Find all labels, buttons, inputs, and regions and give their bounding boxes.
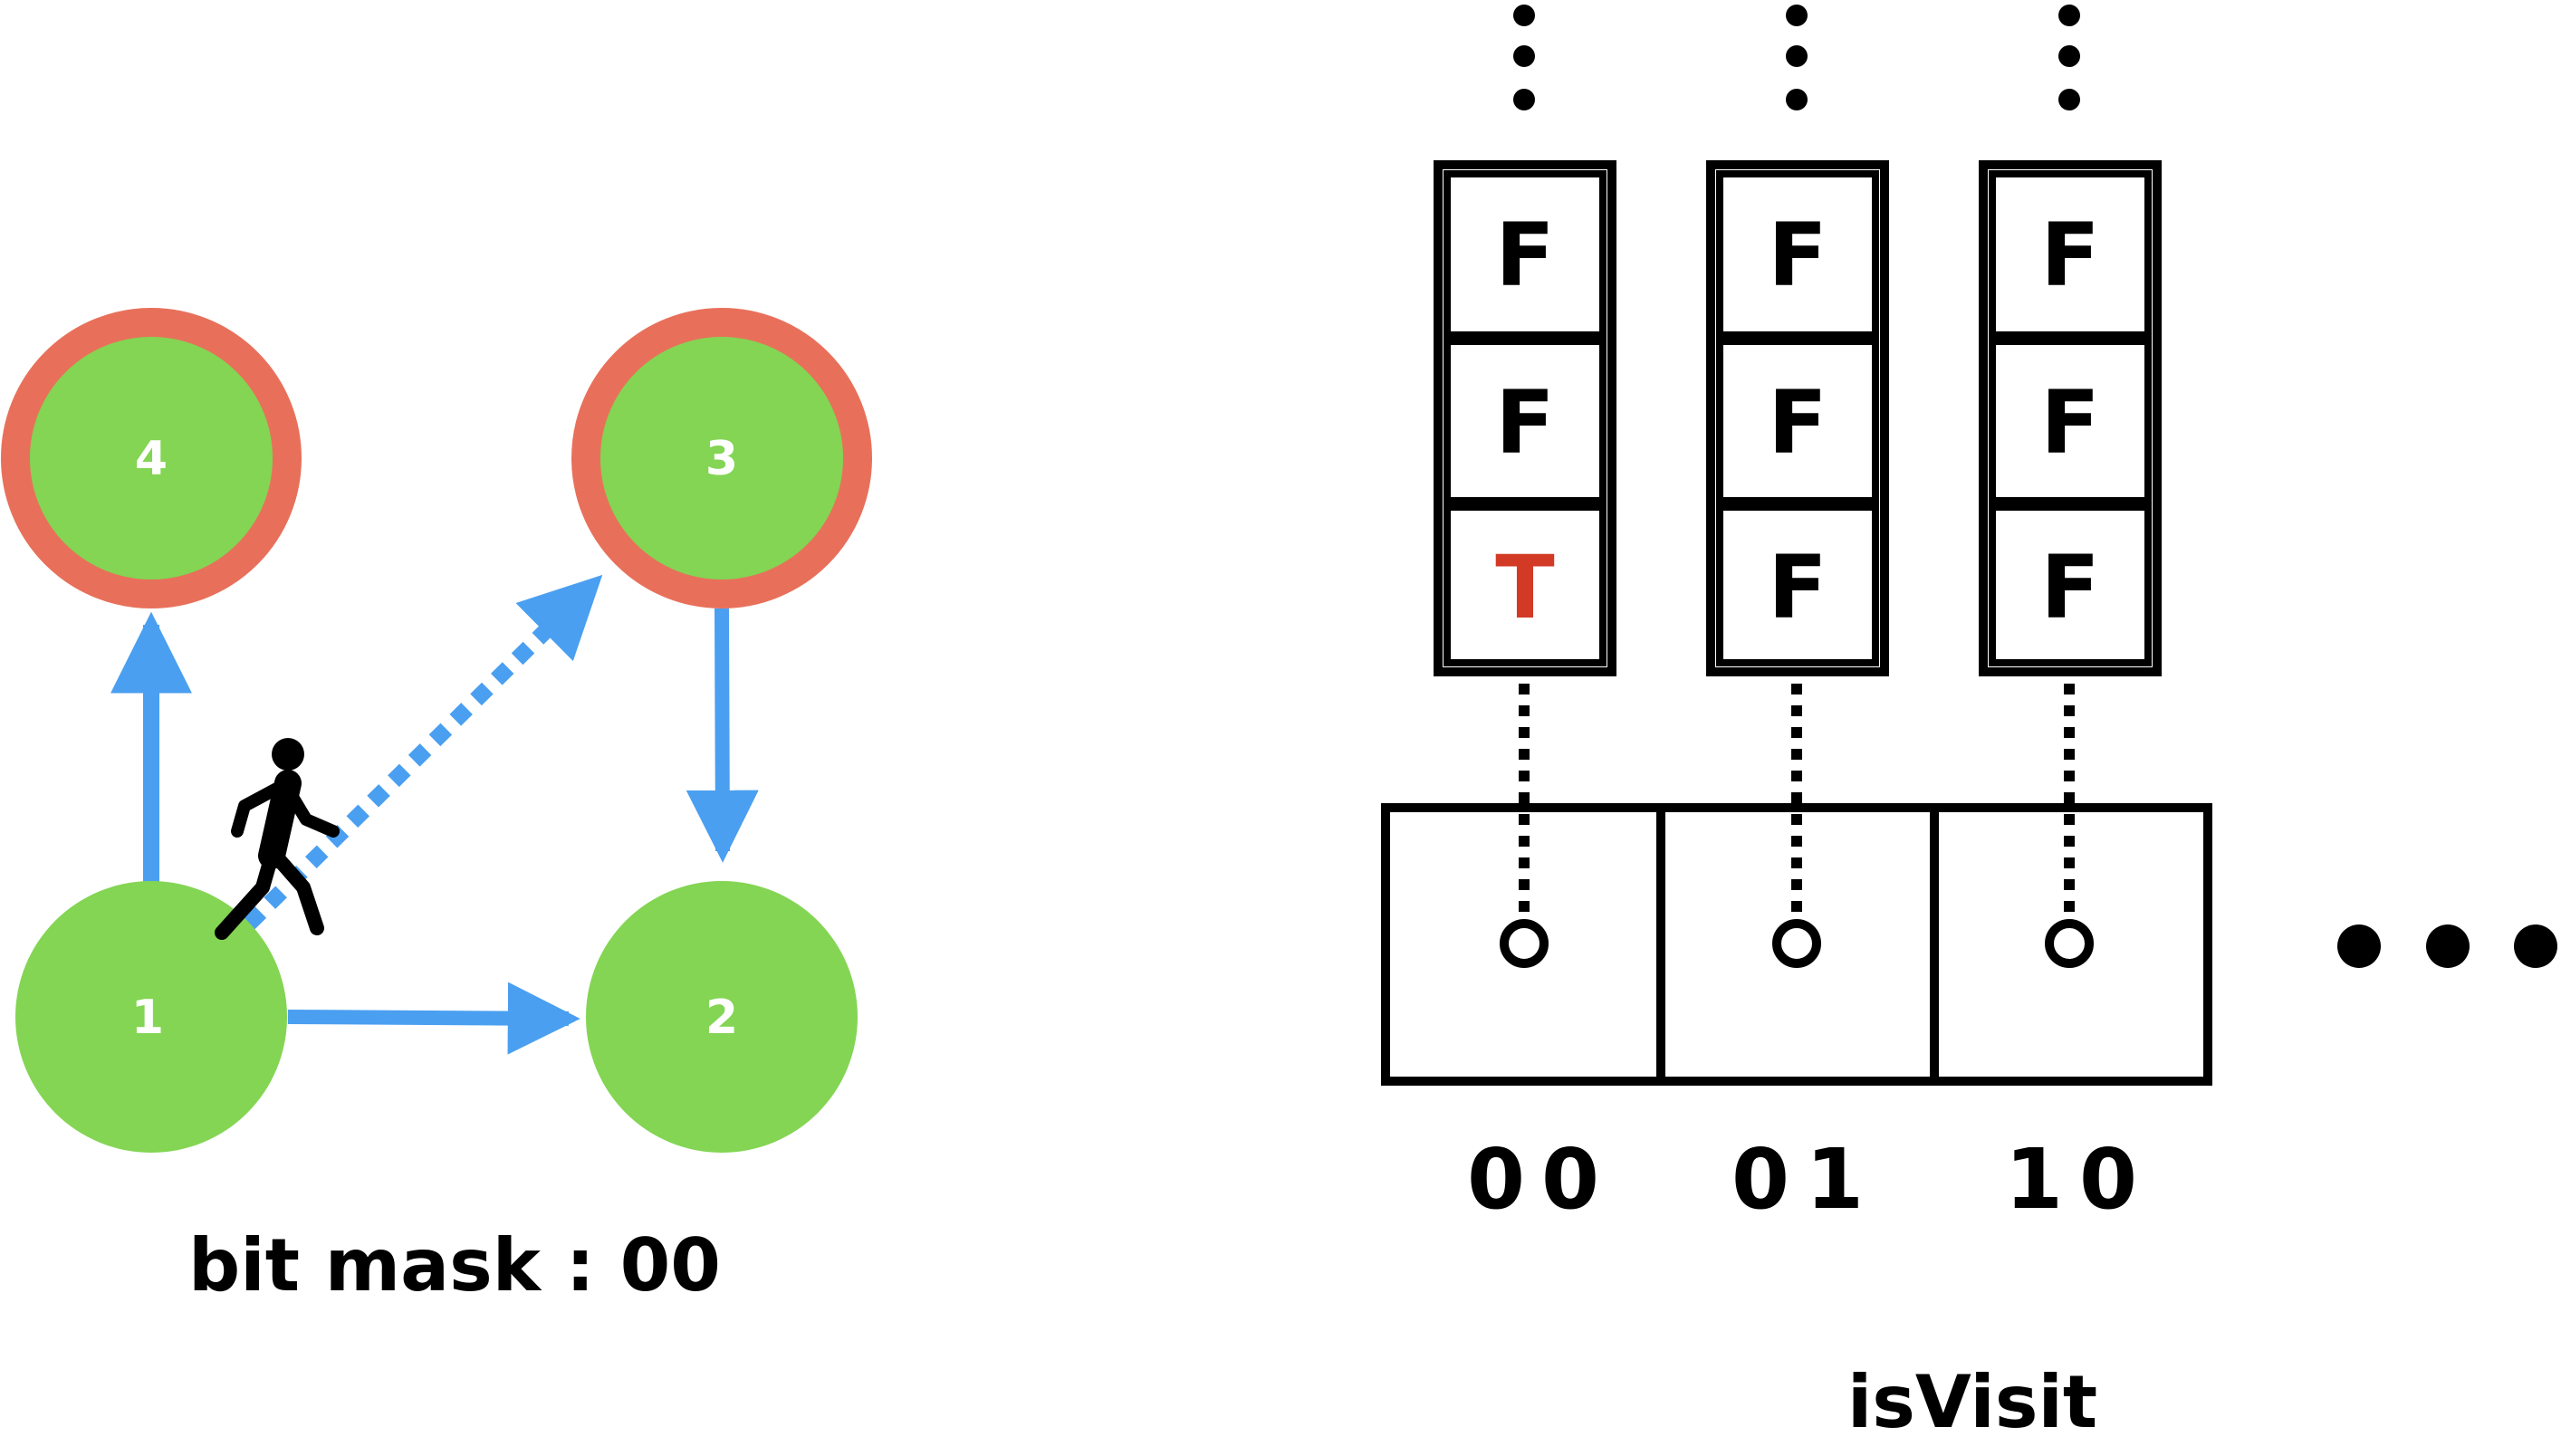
node-1-label: 1: [131, 991, 164, 1045]
column-outer-box: [1706, 160, 1889, 676]
column-cell-box: [1716, 503, 1879, 666]
index-label: 00: [1467, 1131, 1616, 1228]
node-3-visited-ring: [571, 308, 872, 608]
cell-value: F: [1495, 372, 1555, 474]
pointer-origin-icon: [1772, 919, 1821, 968]
index-label: 01: [1731, 1131, 1880, 1228]
node-1-circle: [15, 881, 287, 1153]
isVisit-column-00: F F T 00: [1434, 5, 1616, 1228]
cell-value: F: [1768, 372, 1827, 474]
graph-edges: [110, 574, 759, 1055]
node-2-circle: [586, 881, 858, 1153]
ellipsis-icon: [2337, 924, 2557, 968]
column-cell-box: [1989, 170, 2152, 339]
column-outer-box: [1434, 160, 1616, 676]
isVisit-column-01: F F F 01: [1706, 5, 1889, 1228]
node-4: 4: [1, 308, 302, 608]
node-1: 1: [15, 881, 287, 1153]
column-cell-box: [1444, 170, 1607, 339]
column-outer-box: [1979, 160, 2162, 676]
cell-value: F: [2040, 205, 2100, 306]
isVisit-column-10: F F F 10: [1979, 5, 2162, 1228]
node-2-label: 2: [705, 991, 738, 1045]
isVisit-title: isVisit: [1847, 1360, 2097, 1444]
column-continuation-dots: [1786, 5, 1808, 110]
column-continuation-dots: [1513, 5, 1535, 110]
node-3: 3: [571, 308, 872, 608]
edge-1-to-2: [287, 982, 580, 1055]
column-cell-box: [1989, 503, 2152, 666]
pointer-origin-icon: [1500, 919, 1549, 968]
cell-value-true: T: [1495, 537, 1554, 638]
cell-value: F: [1768, 537, 1827, 638]
edge-1-to-3-dotted: [243, 574, 603, 930]
cell-value: F: [1495, 205, 1555, 306]
column-continuation-dots: [2058, 5, 2080, 110]
column-cell-box: [1989, 338, 2152, 504]
column-cell-box: [1444, 503, 1607, 666]
node-4-label: 4: [135, 432, 168, 486]
node-2: 2: [586, 881, 858, 1153]
column-cell-box: [1444, 338, 1607, 504]
node-4-visited-ring: [1, 308, 302, 608]
cell-value: F: [2040, 372, 2100, 474]
cell-value: F: [1768, 205, 1827, 306]
column-cell-box: [1716, 338, 1879, 504]
isVisit-panel: F F T 00 F F F 01: [1381, 5, 2557, 1444]
bit-mask-caption: bit mask : 00: [188, 1223, 721, 1308]
isVisit-array-box: [1381, 803, 2212, 1086]
column-cell-box: [1716, 170, 1879, 339]
index-label: 10: [2005, 1131, 2153, 1228]
walking-person-icon: [215, 738, 340, 940]
edge-3-to-2: [686, 608, 759, 863]
cell-value: F: [2040, 537, 2100, 638]
node-3-label: 3: [705, 432, 738, 486]
pointer-origin-icon: [2045, 919, 2094, 968]
graph-panel: 4 3 1 2 bit mask : 00: [1, 308, 872, 1308]
